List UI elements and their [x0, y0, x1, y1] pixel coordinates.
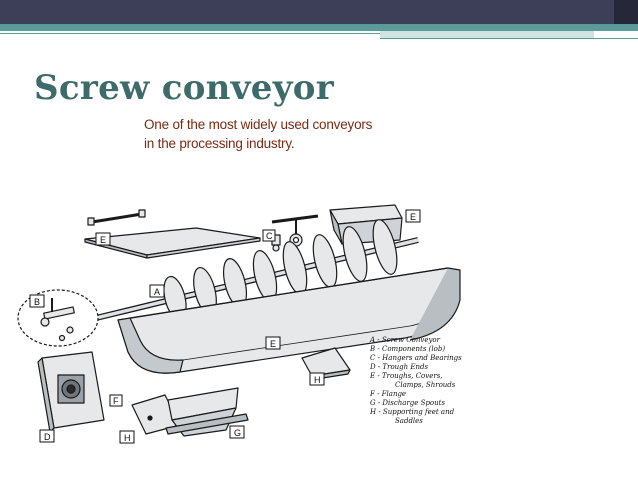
label-h-left: H — [124, 433, 131, 443]
decoration-line — [0, 33, 380, 34]
trough-end-plate — [37, 351, 105, 433]
subtitle-line: One of the most widely used conveyors — [144, 117, 373, 132]
legend-entry: C - Hangers and Bearings — [370, 354, 462, 362]
legend-entry: D - Trough Ends — [369, 363, 428, 371]
trough-cover — [84, 227, 261, 259]
slide-title: Screw conveyor — [34, 68, 334, 108]
teal-decoration-strip — [0, 24, 638, 31]
legend-entry: Clamps, Shrouds — [395, 381, 456, 389]
label-d: D — [44, 432, 51, 442]
label-e-cover: E — [100, 235, 106, 245]
parts-legend: A - Screw Conveyor B - Components (lob) … — [369, 336, 462, 425]
legend-entry: A - Screw Conveyor — [369, 336, 441, 344]
legend-entry: Saddles — [395, 417, 423, 425]
label-a: A — [154, 287, 160, 297]
subtitle-line: in the processing industry. — [144, 136, 295, 151]
label-c: C — [266, 231, 273, 241]
label-e-shroud: E — [410, 212, 416, 222]
label-h-right: H — [314, 375, 321, 385]
legend-entry: B - Components (lob) — [369, 345, 445, 353]
label-g: G — [234, 428, 241, 438]
slide-subtitle: One of the most widely used conveyors in… — [144, 115, 414, 153]
cover-clamp — [87, 209, 146, 226]
label-e-trough: E — [270, 339, 276, 349]
label-b: B — [34, 297, 40, 307]
screw-conveyor-auger — [95, 219, 419, 321]
slide-top-band — [0, 0, 638, 24]
decoration-bar — [380, 31, 594, 38]
legend-entry: H - Supporting feet and — [369, 408, 455, 416]
trough — [117, 267, 461, 374]
decoration-line — [380, 38, 638, 39]
discharge-spout — [165, 387, 249, 437]
legend-entry: E - Troughs, Covers, — [369, 372, 443, 380]
top-band-accent — [614, 0, 638, 24]
label-f: F — [113, 396, 119, 406]
legend-entry: F - Flange — [369, 390, 406, 398]
legend-entry: G - Discharge Spouts — [370, 399, 445, 407]
